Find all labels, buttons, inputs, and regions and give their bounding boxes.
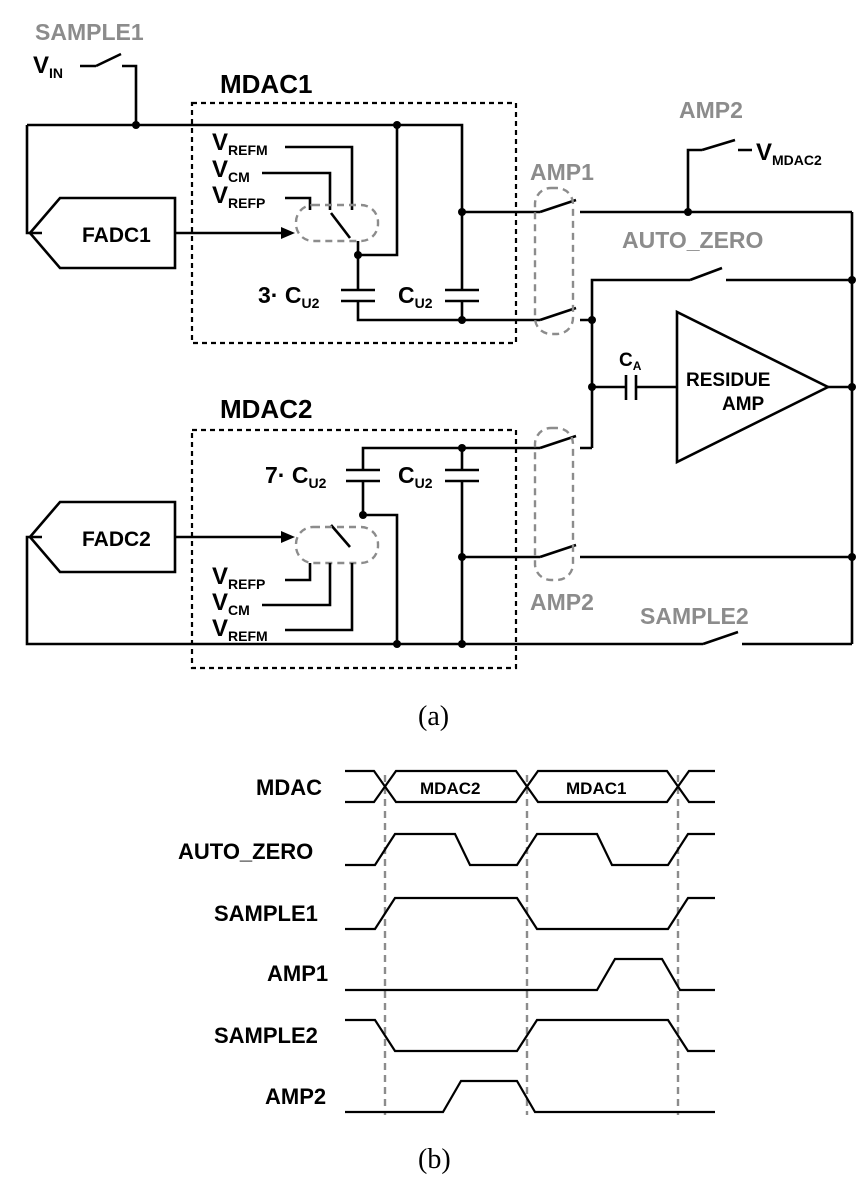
cap-cu2-1-label: CU2 bbox=[398, 282, 433, 311]
caption-b: (b) bbox=[418, 1144, 451, 1175]
ca-label: CA bbox=[619, 350, 642, 373]
sample2-label: SAMPLE2 bbox=[640, 603, 749, 629]
fadc1-label: FADC1 bbox=[82, 224, 151, 247]
signal-label-amp2: AMP2 bbox=[265, 1084, 326, 1109]
mdac1-label: MDAC1 bbox=[220, 69, 312, 99]
amp2-top-label: AMP2 bbox=[679, 97, 743, 123]
cap-cu2-2-label: CU2 bbox=[398, 462, 433, 491]
mdac2-ref-refm: VREFM bbox=[212, 615, 268, 644]
vin-label: VIN bbox=[33, 52, 63, 81]
mdac2-ref-vcm: VCM bbox=[212, 589, 250, 618]
signal-label-auto-zero: AUTO_ZERO bbox=[178, 839, 313, 864]
cap-7cu2-label: 7· CU2 bbox=[265, 462, 327, 491]
vmdac2-label: VMDAC2 bbox=[756, 139, 822, 168]
signal-label-sample1: SAMPLE1 bbox=[214, 901, 318, 926]
timing-diagram: MDAC AUTO_ZERO SAMPLE1 AMP1 SAMPLE2 AMP2… bbox=[178, 769, 715, 1175]
amp2-bottom-label: AMP2 bbox=[530, 589, 594, 615]
mdac1-ref-refp: VREFP bbox=[212, 182, 265, 211]
fadc2-label: FADC2 bbox=[82, 528, 151, 551]
auto-zero-label: AUTO_ZERO bbox=[622, 227, 763, 253]
mdac2-ref-refp: VREFP bbox=[212, 563, 265, 592]
residue-amp-line2: AMP bbox=[722, 394, 765, 415]
signal-label-mdac: MDAC bbox=[256, 775, 322, 800]
mdac2-label: MDAC2 bbox=[220, 394, 312, 424]
amp1-label: AMP1 bbox=[530, 159, 594, 185]
bus-label-mdac2: MDAC2 bbox=[420, 779, 480, 798]
mdac1-ref-refm: VREFM bbox=[212, 129, 268, 158]
cap-3cu2-label: 3· CU2 bbox=[258, 282, 320, 311]
caption-a: (a) bbox=[418, 701, 449, 732]
residue-amp-line1: RESIDUE bbox=[686, 370, 770, 391]
signal-label-sample2: SAMPLE2 bbox=[214, 1023, 318, 1048]
signal-label-amp1: AMP1 bbox=[267, 961, 328, 986]
circuit-diagram: SAMPLE1 VIN FADC1 MDAC1 VREFM VCM VREFP … bbox=[25, 19, 856, 732]
sample1-label: SAMPLE1 bbox=[35, 19, 144, 45]
bus-label-mdac1: MDAC1 bbox=[566, 779, 626, 798]
mdac1-ref-vcm: VCM bbox=[212, 156, 250, 185]
